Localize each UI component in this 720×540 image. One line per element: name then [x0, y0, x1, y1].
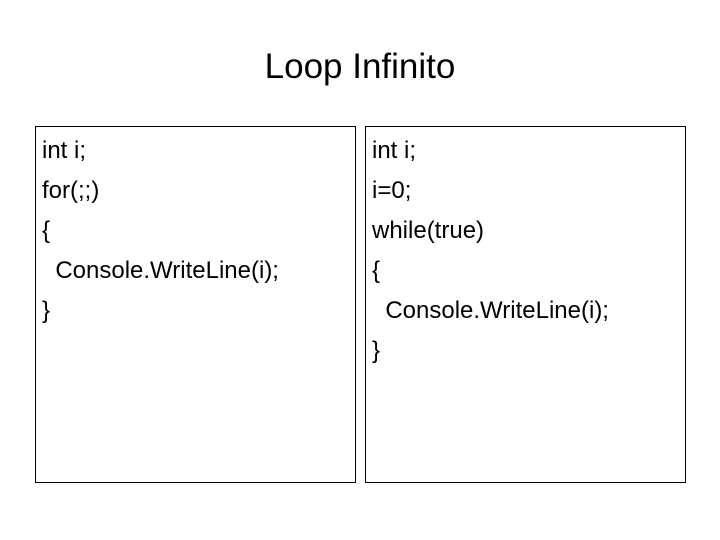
code-line: for(;;): [42, 177, 100, 204]
code-line: }: [372, 337, 381, 364]
while-loop-code-box: int i; i=0; while(true) { Console.WriteL…: [365, 126, 686, 483]
code-line: Console.WriteLine(i);: [372, 297, 609, 324]
code-line: int i;: [372, 137, 417, 164]
code-line: }: [42, 297, 51, 324]
code-line: int i;: [42, 137, 87, 164]
for-loop-code-box: int i; for(;;) { Console.WriteLine(i); }: [35, 126, 356, 483]
code-line: while(true): [372, 217, 485, 244]
code-line: Console.WriteLine(i);: [42, 257, 279, 284]
code-line: {: [42, 217, 51, 244]
code-comparison-container: int i; for(;;) { Console.WriteLine(i); }…: [35, 126, 686, 483]
code-line: {: [372, 257, 381, 284]
code-line: i=0;: [372, 177, 412, 204]
page-title: Loop Infinito: [264, 47, 456, 86]
